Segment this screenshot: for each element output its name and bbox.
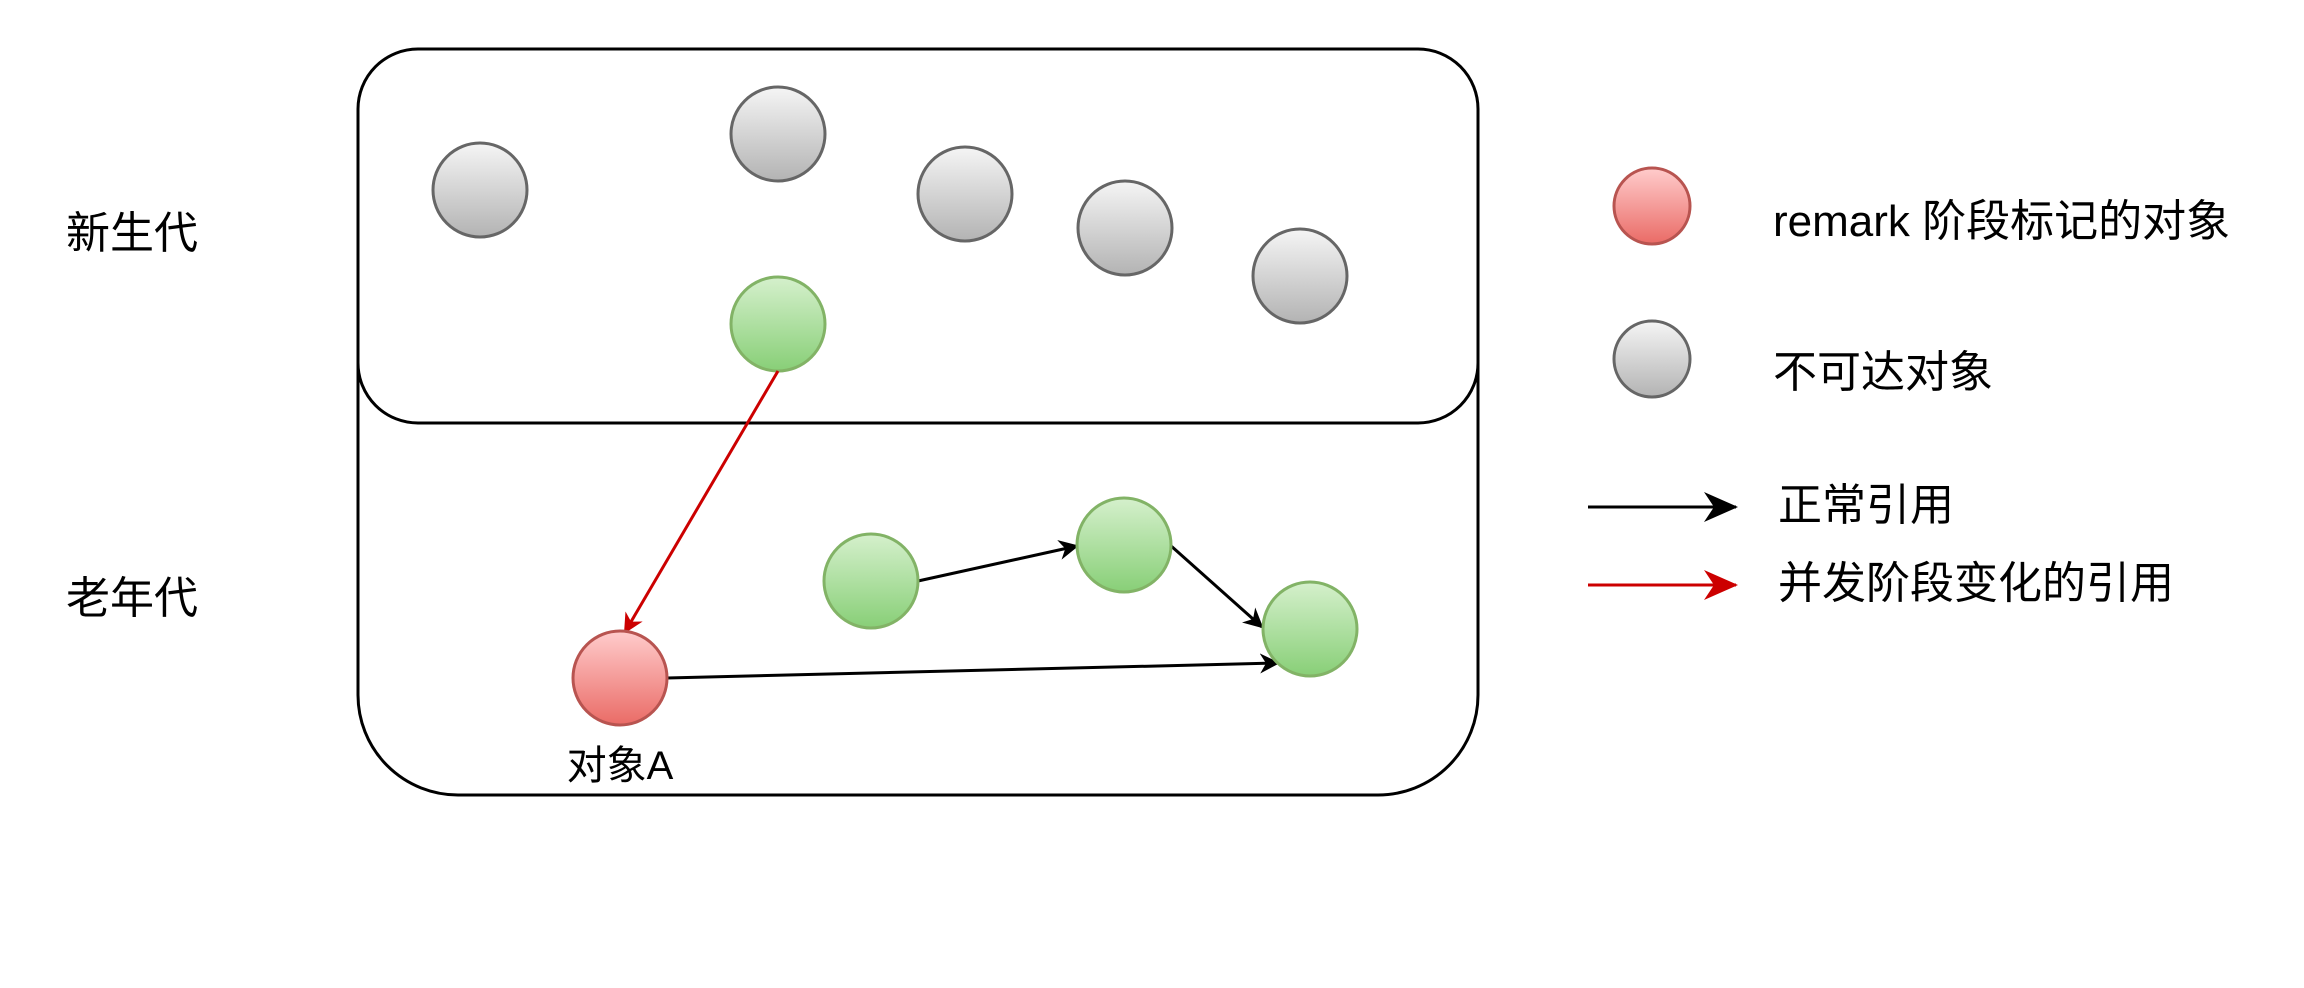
unreachable-object [1076,179,1174,277]
legend: remark 阶段标记的对象 不可达对象 正常引用 并发阶段变化的引用 [1588,166,2230,608]
old-reachable-object [822,532,920,630]
unreachable-object [916,145,1014,243]
unreachable-object [1251,227,1349,325]
legend-unreachable-label: 不可达对象 [1773,348,1993,397]
unreachable-object [729,85,827,183]
object-a-label: 对象A [567,744,674,788]
young-generation-label: 新生代 [66,209,198,258]
normal-reference-arrow [1169,543,1264,629]
old-reachable-object [1075,496,1173,594]
normal-reference-arrow [917,540,1079,583]
normal-reference-arrow [666,653,1280,680]
young-generation-box [356,47,1480,425]
concurrent-reference-arrow [623,370,780,634]
old-generation-label: 老年代 [66,574,198,623]
legend-concurrent-label: 并发阶段变化的引用 [1778,559,2174,608]
object-a [571,629,669,727]
legend-unreachable-swatch [1612,319,1692,399]
young-reachable-object [729,275,827,373]
legend-remark-swatch [1612,166,1692,246]
old-reachable-object [1261,580,1359,678]
legend-remark-label: remark 阶段标记的对象 [1773,197,2230,246]
unreachable-object [431,141,529,239]
legend-normal-label: 正常引用 [1778,481,1954,530]
